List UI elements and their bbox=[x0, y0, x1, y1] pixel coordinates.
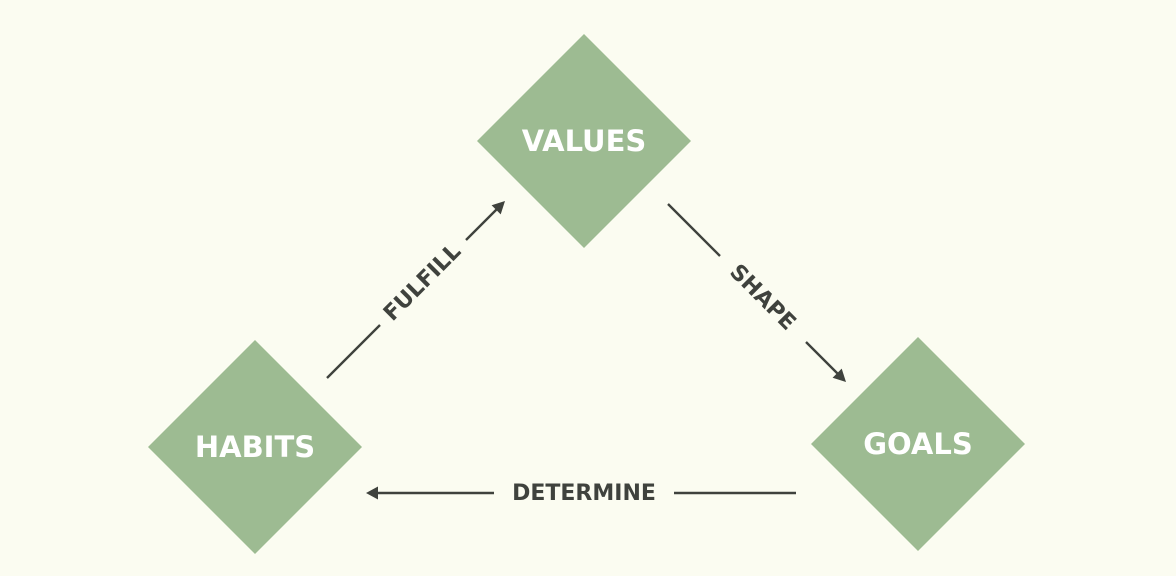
habits-node: HABITS bbox=[148, 340, 362, 554]
shape-arrowhead bbox=[832, 368, 846, 382]
values-diamond bbox=[477, 34, 691, 248]
habits-diamond bbox=[148, 340, 362, 554]
fulfill-line-lower bbox=[326, 324, 381, 379]
goals-label: GOALS bbox=[863, 427, 973, 461]
determine-label: DETERMINE bbox=[512, 481, 656, 506]
determine-edge: DETERMINE bbox=[366, 481, 796, 506]
shape-line-lower bbox=[805, 341, 840, 376]
values-label: VALUES bbox=[522, 124, 647, 158]
fulfill-label: FULFILL bbox=[379, 239, 466, 326]
values-node: VALUES bbox=[477, 34, 691, 248]
fulfill-arrowhead bbox=[491, 201, 505, 215]
shape-line-upper bbox=[667, 203, 721, 257]
shape-edge: SHAPE bbox=[667, 203, 846, 382]
determine-arrowhead bbox=[366, 486, 378, 500]
fulfill-line-upper bbox=[465, 207, 499, 241]
fulfill-edge: FULFILL bbox=[326, 201, 505, 379]
goals-node: GOALS bbox=[811, 337, 1025, 551]
goals-diamond bbox=[811, 337, 1025, 551]
habits-label: HABITS bbox=[195, 430, 315, 464]
shape-label: SHAPE bbox=[724, 260, 800, 336]
